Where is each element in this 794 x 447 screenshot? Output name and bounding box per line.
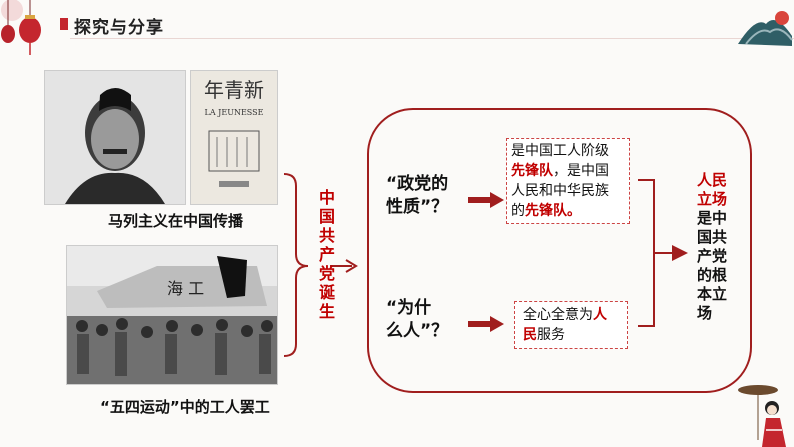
merge-bracket — [638, 179, 688, 327]
conclusion-text: 人民 立场 是中 国共 产党 的根 本立 场 — [697, 171, 728, 322]
mountain-decoration — [738, 11, 793, 46]
title-divider — [70, 38, 794, 39]
page-title: 探究与分享 — [74, 18, 164, 38]
arrow-right-icon — [468, 316, 504, 332]
strike-photo: 海 工 — [66, 245, 278, 385]
question-party-nature: “政党的 性质”？ — [386, 174, 449, 217]
answer-party-nature: 是中国工人阶级 先锋队，是中国 人民和中华民族 的先锋队。 — [506, 138, 630, 224]
caption-marxism: 马列主义在中国传播 — [108, 212, 244, 230]
magazine-cover: 年青新 LA JEUNESSE — [190, 70, 278, 205]
answer-for-whom: 全心全意为人 民服务 — [514, 301, 628, 349]
analysis-frame — [367, 108, 752, 393]
figure-decoration — [738, 385, 786, 447]
title-marker — [60, 18, 68, 30]
question-for-whom: “为什 么人”？ — [386, 298, 449, 341]
svg-text:年青新: 年青新 — [204, 78, 264, 102]
portrait-photo — [44, 70, 186, 205]
lantern-decoration — [1, 0, 41, 55]
bracket-arrow — [283, 173, 358, 357]
arrow-right-icon — [468, 192, 504, 208]
svg-text:海 工: 海 工 — [167, 279, 204, 298]
caption-may-fourth: “五四运动”中的工人罢工 — [100, 398, 270, 416]
svg-text:LA JEUNESSE: LA JEUNESSE — [205, 108, 264, 117]
party-founding-label: 中 国 共 产 党 诞 生 — [318, 188, 335, 321]
